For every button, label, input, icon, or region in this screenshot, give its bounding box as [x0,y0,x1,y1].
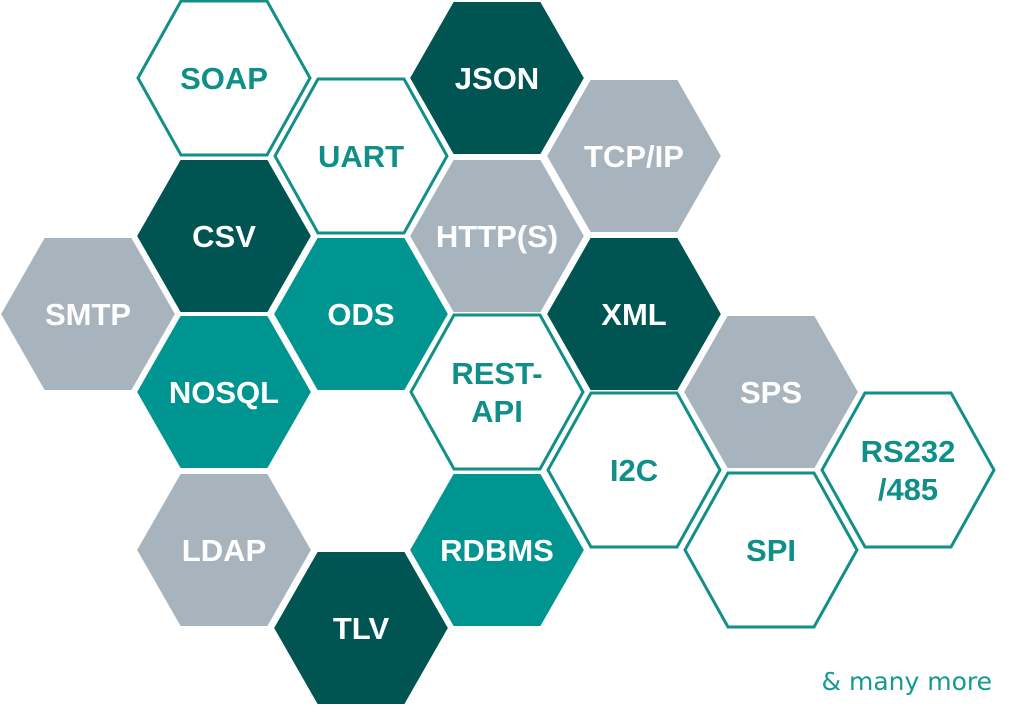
hexagon-shape [0,236,178,392]
hexagon-label: ODS [327,297,394,332]
hexagon-xml: XML [544,236,724,392]
hexagon-label: RDBMS [440,533,554,568]
hexagon-label: API [471,394,523,429]
hexagon-shape [544,236,724,392]
hexagon-shape [546,391,722,549]
hexagon-smtp: SMTP [0,236,178,392]
hexagon-shape [681,314,861,470]
hexagon-label: REST- [451,356,542,391]
hexagon-label: I2C [610,453,658,488]
hexagon-label: SOAP [180,61,268,96]
hexagon-shape [407,472,587,628]
hexagon-label: NOSQL [169,375,279,410]
hexagon-label: HTTP(S) [436,219,558,254]
hexagon-shape [136,0,312,157]
hexagon-shape [273,77,449,235]
hexagon-label: /485 [878,472,938,507]
hexagon-label: CSV [192,219,256,254]
hexagon-shape [544,78,724,234]
hexagon-shape [409,313,585,471]
hexagon-label: LDAP [182,533,266,568]
hexagon-shape [134,472,314,628]
hexagon-shape [271,550,451,706]
hexagon-shape [407,158,587,314]
hexagon-csv: CSV [134,158,314,314]
hexagon-spi: SPI [683,471,859,629]
hexagon-uart: UART [273,77,449,235]
hexagon-https: HTTP(S) [407,158,587,314]
hexagon-label: TLV [333,611,390,646]
hexagon-ldap: LDAP [134,472,314,628]
hexagon-label: JSON [455,61,539,96]
hexagon-shape [134,314,314,470]
hexagon-label: RS232 [861,434,956,469]
hexagon-label: UART [318,139,404,174]
hexagon-shape [271,236,451,392]
hexagon-shape [134,158,314,314]
hexagon-label: TCP/IP [584,139,684,174]
hexagon-label: XML [601,297,666,332]
hexagon-label: SMTP [45,297,131,332]
hexagon-ods: ODS [271,236,451,392]
hexagon-tcpip: TCP/IP [544,78,724,234]
hexagon-shape [820,391,996,549]
hexagon-shape [407,0,587,156]
hexagon-shape [683,471,859,629]
hexagon-soap: SOAP [136,0,312,157]
hexagon-tlv: TLV [271,550,451,706]
hexagon-rdbms: RDBMS [407,472,587,628]
hexagon-json: JSON [407,0,587,156]
hexagon-i2c: I2C [546,391,722,549]
hexagon-sps: SPS [681,314,861,470]
hexagon-nosql: NOSQL [134,314,314,470]
hexagon-rs232: RS232/485 [820,391,996,549]
hexagon-restapi: REST-API [409,313,585,471]
many-more-caption: & many more [821,667,992,696]
hexagon-label: SPI [746,533,796,568]
hexagon-label: SPS [740,375,802,410]
